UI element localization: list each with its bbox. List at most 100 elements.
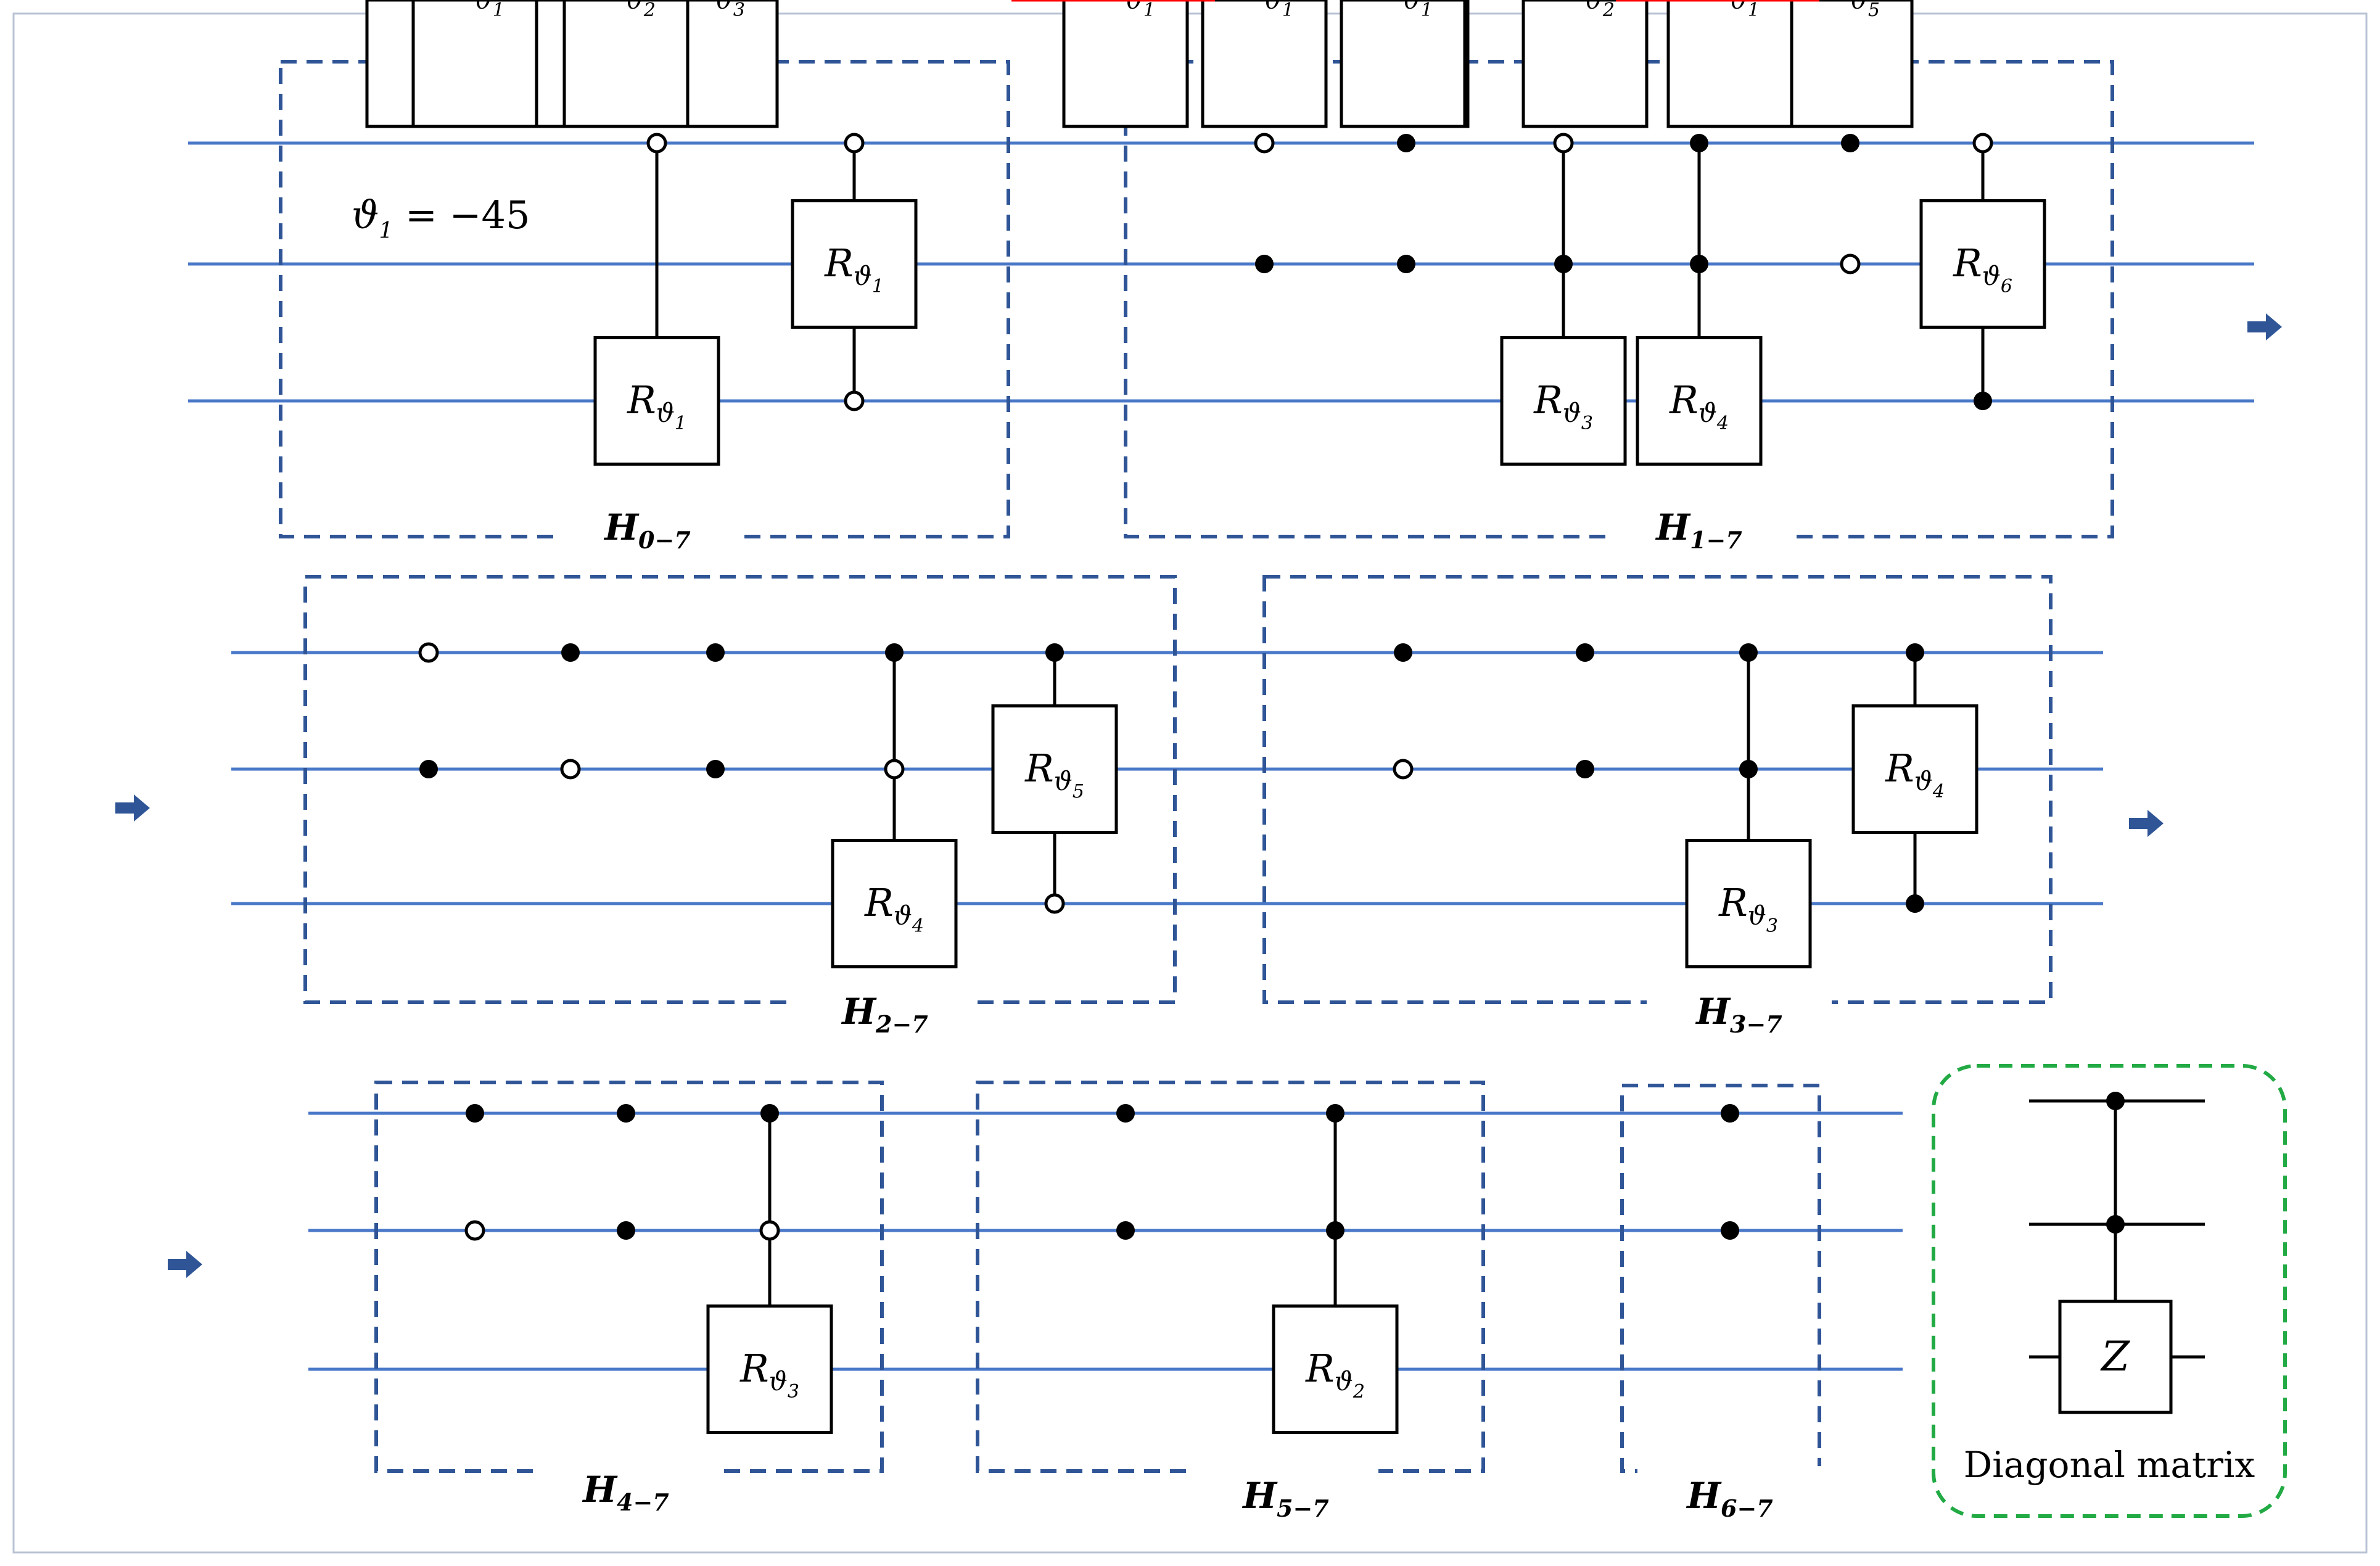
control-dot-filled: [706, 643, 725, 662]
control-dot-filled: [1739, 643, 1758, 662]
control-dot-filled: [1326, 1221, 1344, 1240]
stage-box: [1262, 575, 2053, 1004]
label-gap: [555, 532, 740, 542]
gate-label: Rϑ2: [1305, 1346, 1365, 1403]
rotation-gate: [791, 199, 918, 329]
stage-label: H4−7: [582, 1469, 669, 1516]
rotation-gate: [1787, 0, 1914, 128]
gate-label: Rϑ4: [1669, 377, 1729, 434]
diagonal-matrix-label: Diagonal matrix: [1964, 1444, 2255, 1486]
control-dot-open: [884, 759, 905, 780]
stage-label: H1−7: [1655, 506, 1742, 554]
control-dot-filled: [760, 1104, 779, 1123]
z-gate-label: Z: [2100, 1333, 2130, 1380]
rotation-gate: [593, 336, 720, 466]
rotation-gate: [1685, 839, 1812, 968]
control-dot-open: [1553, 133, 1574, 154]
continuation-arrow-icon: [115, 794, 150, 822]
gates: Rϑ1Rϑ1Rϑ1Rϑ1Rϑ2Rϑ3Rϑ4Rϑ5Rϑ6Rϑ1Rϑ2Rϑ3Rϑ4R…: [365, 0, 2046, 1434]
control-dot-open: [759, 1220, 780, 1241]
rotation-gate: [1666, 0, 1793, 128]
label-gap: [1607, 532, 1792, 542]
rotation-gate: [562, 0, 690, 128]
control-dot-filled: [1116, 1221, 1135, 1240]
control-dot-filled: [2106, 1215, 2125, 1234]
gate-label: Rϑ1: [824, 241, 884, 297]
control-dot-open: [646, 133, 667, 154]
label-gap: [1193, 1466, 1378, 1476]
control-dot-filled: [1906, 643, 1924, 662]
control-dot-open: [1044, 893, 1065, 914]
control-dot-open: [1254, 133, 1275, 154]
gate-label: Rϑ1: [627, 377, 686, 434]
rotation-gate: [411, 0, 538, 128]
control-dot-filled: [1397, 255, 1415, 273]
stage-label: H5−7: [1241, 1475, 1329, 1522]
angle-note: ϑ1 = −45: [352, 192, 530, 244]
continuation-arrow-icon: [2247, 313, 2282, 340]
gate-label: Rϑ5: [1024, 746, 1084, 802]
gate-label: Rϑ2: [1555, 0, 1615, 21]
control-dot-filled: [561, 643, 580, 662]
control-dot-filled: [1974, 392, 1992, 410]
control-dot-filled: [1721, 1221, 1739, 1240]
control-dot-open: [418, 642, 439, 663]
continuation-arrow-icon: [2129, 810, 2164, 837]
gate-label: Rϑ1: [445, 0, 504, 21]
control-dot-filled: [466, 1104, 484, 1123]
gate-label: Rϑ2: [596, 0, 656, 21]
rotation-gate: [1500, 336, 1627, 466]
gate-label: Rϑ1: [1373, 0, 1433, 21]
label-gap: [1637, 1466, 1822, 1476]
label-gap: [533, 1466, 719, 1476]
rotation-gate: [1851, 704, 1979, 834]
control-dot-open: [1393, 759, 1414, 780]
control-dot-filled: [1255, 255, 1274, 273]
control-dot-filled: [419, 760, 438, 778]
continuation-arrows: [115, 313, 2282, 1278]
stage-label: H2−7: [841, 991, 928, 1038]
control-dot-filled: [1394, 643, 1412, 662]
control-dot-filled: [1576, 760, 1594, 778]
rotation-gate: [706, 1304, 833, 1434]
control-dot-filled: [617, 1104, 635, 1123]
control-dot-filled: [1397, 134, 1415, 152]
gate-label: Rϑ1: [1234, 0, 1294, 21]
diagonal-matrix-legend: Z Diagonal matrix: [1932, 1064, 2287, 1518]
control-dot-filled: [1045, 643, 1064, 662]
control-dot-open: [844, 390, 865, 411]
control-dot-filled: [1326, 1104, 1344, 1123]
gate-label: Rϑ1: [1095, 0, 1155, 21]
control-dot-filled: [617, 1221, 635, 1240]
control-dot-open: [1840, 253, 1861, 274]
control-dot-open: [844, 133, 865, 154]
rotation-gate: [1919, 199, 2046, 329]
control-dot-filled: [885, 643, 904, 662]
gate-label: Rϑ3: [685, 0, 745, 21]
gate-label: Rϑ4: [1885, 746, 1945, 802]
stage-label: H6−7: [1686, 1475, 1773, 1522]
gate-label: Rϑ5: [1820, 0, 1880, 21]
control-dot-filled: [2106, 1092, 2125, 1110]
gate-label: Rϑ3: [739, 1346, 799, 1403]
gate-label: Rϑ3: [1533, 377, 1593, 434]
rotation-gate: [1340, 0, 1467, 128]
control-dot-filled: [1906, 894, 1924, 913]
control-dot-filled: [1841, 134, 1859, 152]
continuation-arrow-icon: [168, 1251, 202, 1278]
gate-label: Rϑ4: [864, 880, 924, 937]
rotation-gate: [1062, 0, 1189, 128]
control-dot-filled: [1116, 1104, 1135, 1123]
control-dot-filled: [1690, 255, 1708, 273]
label-gap: [1647, 997, 1832, 1007]
rotation-gate: [991, 704, 1118, 834]
diagonal-legend-box: [1932, 1064, 2287, 1518]
control-dot-open: [1972, 133, 1993, 154]
gate-label: Rϑ6: [1953, 241, 2012, 297]
label-gap: [793, 997, 978, 1007]
z-gate: [2058, 1300, 2173, 1414]
control-dot-open: [464, 1220, 485, 1241]
control-dot-filled: [1739, 760, 1758, 778]
